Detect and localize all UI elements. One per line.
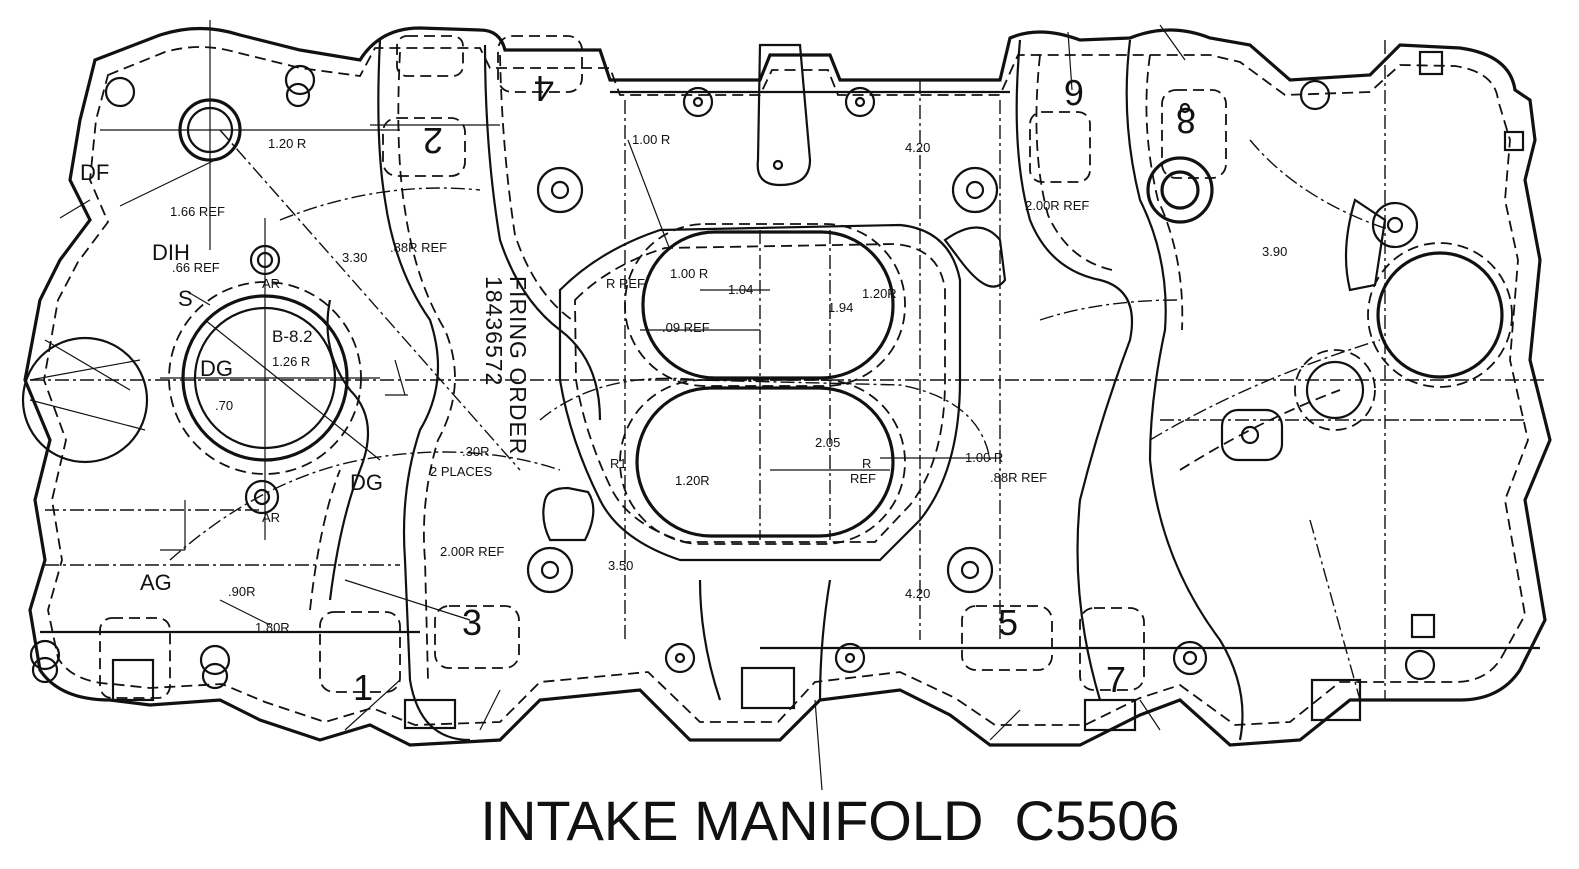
cylinder-number-labels: 1 2 3 4 5 6 7 8 (353, 68, 1196, 708)
dim-1-66-ref: 1.66 REF (170, 204, 225, 219)
port-runners (169, 39, 1391, 742)
leader-lines (29, 20, 1186, 791)
firing-order-label: FIRING ORDER (505, 276, 531, 455)
centerlines (30, 40, 1545, 701)
marker-s: S (178, 286, 193, 311)
dim-1-00r-right: 1.00 R (965, 450, 1003, 465)
marker-ar-top: AR (262, 276, 280, 291)
dim-r-small: R (862, 456, 871, 471)
dim-09-ref: .09 REF (662, 320, 710, 335)
dim-2-00r-ref-bottom: 2.00R REF (440, 544, 504, 559)
dim-88r-ref-left: .88R REF (390, 240, 447, 255)
marker-dh: DIH (152, 240, 190, 265)
dim-1-20r-right: 1.20R (862, 286, 897, 301)
cylinder-6-label: 6 (1064, 72, 1084, 113)
marker-dg-lower: DG (350, 470, 383, 495)
port-face-rectangles (99, 35, 1387, 732)
dim-2-05: 2.05 (815, 435, 840, 450)
dim-2-00r-ref-top: 2.00R REF (1025, 198, 1089, 213)
dim-1-94: 1.94 (828, 300, 853, 315)
dimension-labels: 1.20 R 1.00 R 4.20 2.00R REF 3.90 1.66 R… (170, 132, 1287, 635)
dim-4-20-bottom: 4.20 (905, 586, 930, 601)
dim-1-04: 1.04 (728, 282, 753, 297)
datum-markers: DF DIH S DG DG AG AR AR (80, 160, 383, 595)
dim-3-30: 3.30 (342, 250, 367, 265)
cylinder-7-label: 7 (1106, 659, 1126, 700)
dim-b-8-2: B-8.2 (272, 327, 313, 346)
cylinder-4-label: 4 (534, 68, 554, 109)
dim-1-00r-top: 1.00 R (632, 132, 670, 147)
firing-order-value: 18436572 (481, 276, 507, 386)
firing-order-block: FIRING ORDER 18436572 (481, 276, 531, 455)
cylinder-1-label: 1 (353, 667, 373, 708)
manifold-outline (23, 26, 1552, 747)
dim-1-26r: 1.26 R (272, 354, 310, 369)
dim-ref-small: REF (850, 471, 876, 486)
dim-4-20-top: 4.20 (905, 140, 930, 155)
dim-r1: R1 (610, 456, 627, 471)
dim-70: .70 (215, 398, 233, 413)
cylinder-2-label: 2 (423, 120, 443, 161)
dim-30r: .30R (462, 444, 489, 459)
dim-r-ref: R REF (606, 276, 645, 291)
marker-ag: AG (140, 570, 172, 595)
marker-df: DF (80, 160, 109, 185)
dim-2-places: 2 PLACES (430, 464, 492, 479)
dim-1-80r: 1.80R (255, 620, 290, 635)
dim-66-ref: .66 REF (172, 260, 220, 275)
cylinder-5-label: 5 (998, 602, 1018, 643)
dim-1-20r-top: 1.20 R (268, 136, 306, 151)
cylinder-8-label: 8 (1176, 100, 1196, 141)
cylinder-3-label: 3 (462, 602, 482, 643)
dim-1-00r-mid: 1.00 R (670, 266, 708, 281)
dim-1-20r-bottom: 1.20R (675, 473, 710, 488)
dim-90r: .90R (228, 584, 255, 599)
marker-ar-bottom: AR (262, 510, 280, 525)
dim-3-50: 3.50 (608, 558, 633, 573)
marker-dg-center: DG (200, 356, 233, 381)
egr-port (160, 218, 381, 540)
dim-88r-ref-right: .88R REF (990, 470, 1047, 485)
drawing-caption: INTAKE MANIFOLD C5506 (480, 789, 1180, 852)
dim-3-90: 3.90 (1262, 244, 1287, 259)
